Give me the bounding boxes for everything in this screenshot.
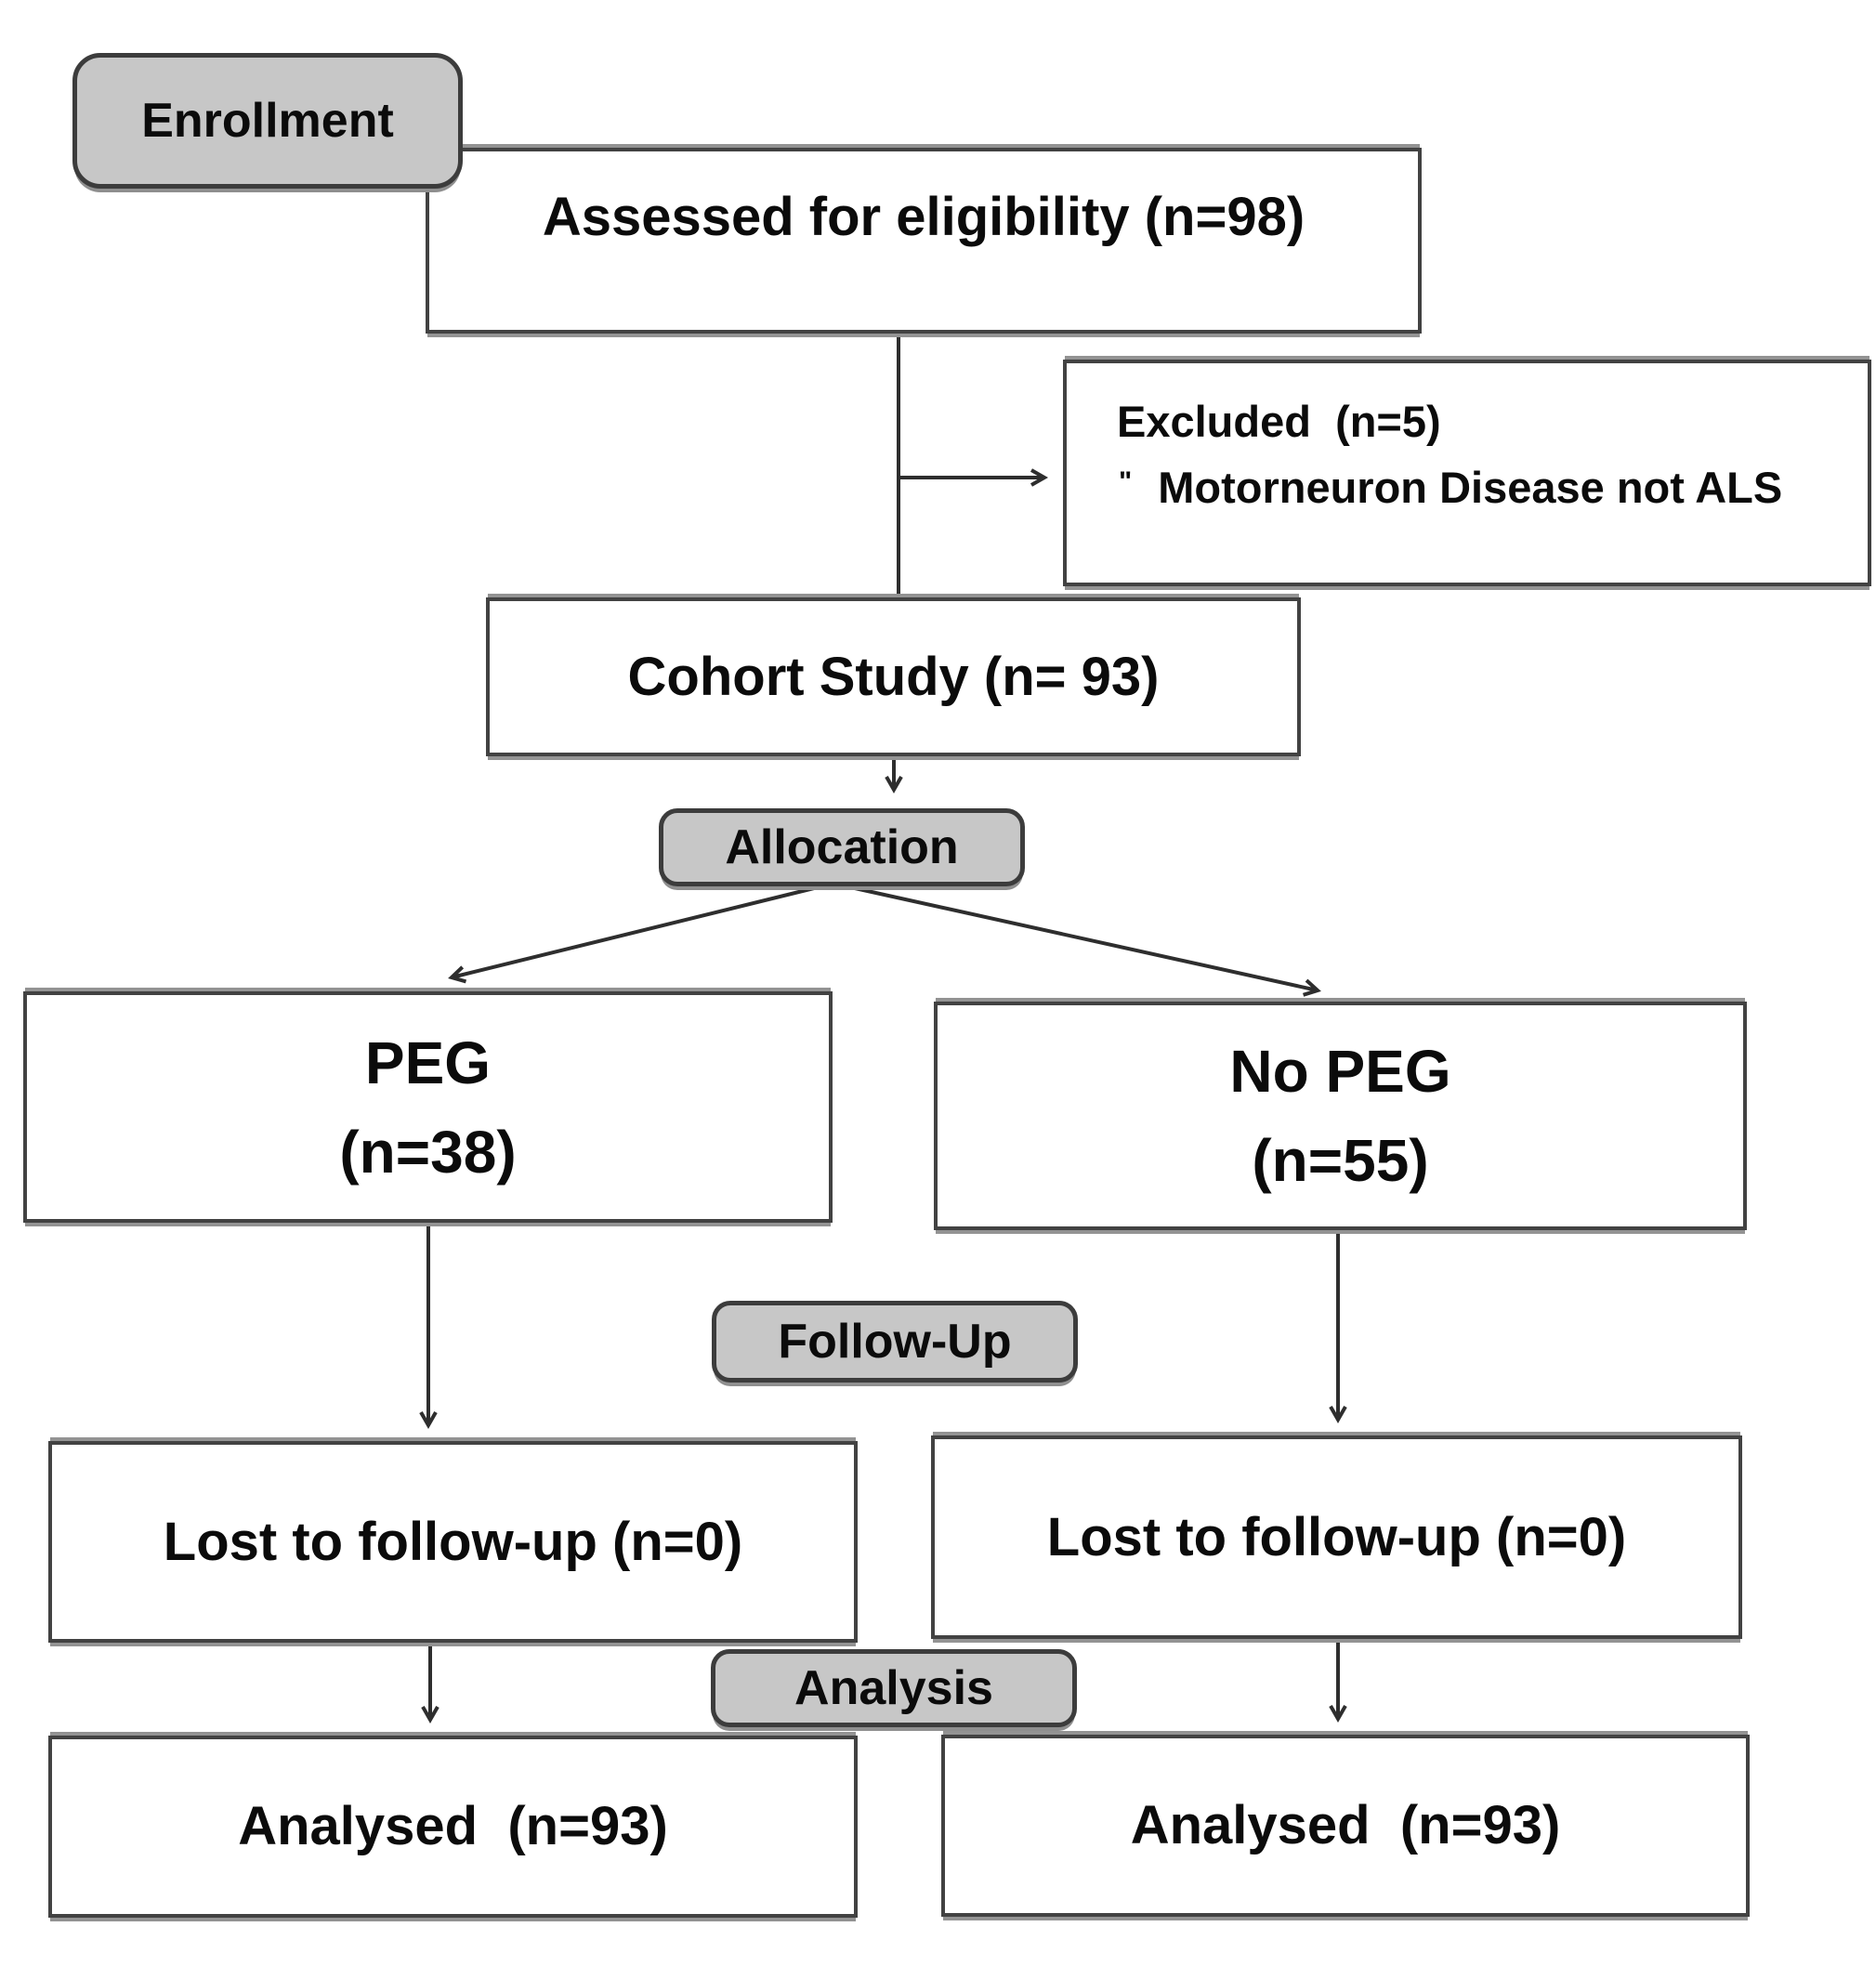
excluded-bullet-mark: ": [1119, 465, 1135, 497]
no-peg-group-title: No PEG: [1229, 1038, 1451, 1105]
lost-to-followup-nopeg-box: Lost to follow-up (n=0): [931, 1435, 1742, 1639]
excluded-reason-label: Motorneuron Disease not ALS: [1158, 462, 1783, 512]
enrollment-stage-label: Enrollment: [141, 94, 394, 148]
no-peg-group-count: (n=55): [1252, 1127, 1429, 1194]
followup-stage-label: Follow-Up: [778, 1315, 1012, 1369]
excluded-reason-line: " Motorneuron Disease not ALS: [1117, 455, 1782, 521]
lost-to-followup-peg-label: Lost to follow-up (n=0): [163, 1511, 743, 1572]
assessed-for-eligibility-label: Assessed for eligibility (n=98): [542, 187, 1305, 247]
peg-group-count: (n=38): [339, 1118, 517, 1186]
lost-to-followup-peg-box: Lost to follow-up (n=0): [48, 1441, 858, 1643]
peg-group-box: PEG (n=38): [23, 991, 833, 1223]
analysis-stage-badge: Analysis: [711, 1649, 1077, 1727]
peg-group-title: PEG: [364, 1029, 492, 1096]
no-peg-group-box: No PEG (n=55): [934, 1002, 1747, 1230]
connector-allocation-to-nopeg: [854, 886, 1321, 997]
followup-stage-badge: Follow-Up: [712, 1301, 1078, 1383]
enrollment-stage-badge: Enrollment: [72, 53, 463, 189]
lost-to-followup-nopeg-label: Lost to follow-up (n=0): [1046, 1506, 1627, 1567]
cohort-study-label: Cohort Study (n= 93): [627, 646, 1160, 707]
assessed-for-eligibility-box: Assessed for eligibility (n=98): [426, 148, 1422, 334]
analysis-stage-label: Analysis: [794, 1661, 993, 1715]
allocation-stage-badge: Allocation: [659, 808, 1025, 886]
analysed-peg-box: Analysed (n=93): [48, 1736, 858, 1918]
excluded-box: Excluded (n=5) " Motorneuron Disease not…: [1063, 360, 1871, 586]
cohort-study-box: Cohort Study (n= 93): [486, 597, 1301, 756]
analysed-nopeg-label: Analysed (n=93): [1130, 1795, 1561, 1856]
connector-allocation-to-peg: [448, 886, 815, 984]
analysed-peg-label: Analysed (n=93): [238, 1796, 668, 1857]
allocation-stage-label: Allocation: [725, 820, 959, 874]
analysed-nopeg-box: Analysed (n=93): [941, 1735, 1750, 1917]
excluded-title: Excluded (n=5): [1117, 397, 1441, 446]
